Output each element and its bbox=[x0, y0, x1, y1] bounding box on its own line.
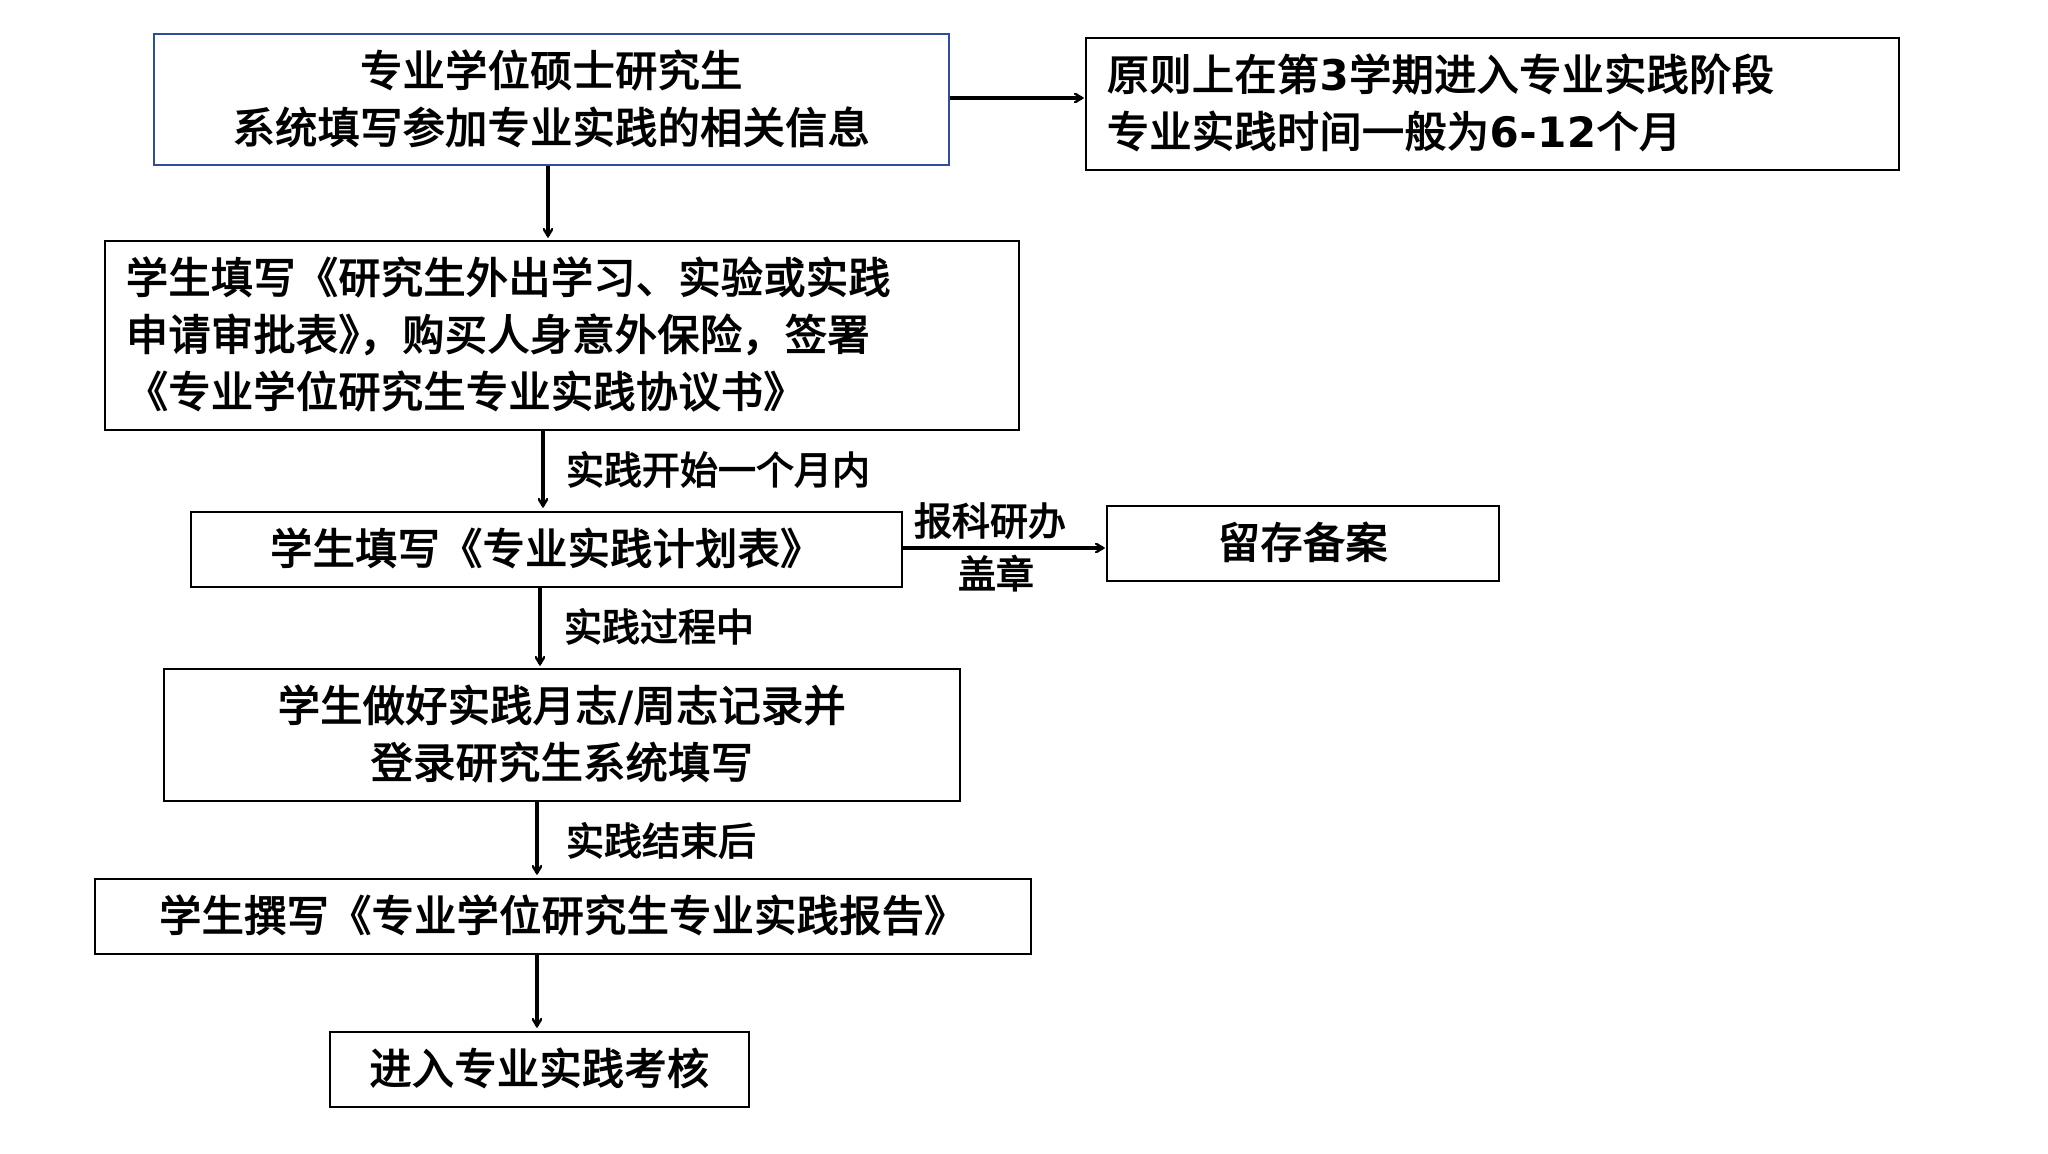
node-report-line: 学生撰写《专业学位研究生专业实践报告》 bbox=[159, 892, 967, 941]
node-archive: 留存备案 bbox=[1106, 505, 1500, 582]
edge-label-stamp-line1: 报科研办 bbox=[914, 500, 1067, 544]
edge-label-stamp-line2: 盖章 bbox=[958, 553, 1035, 597]
node-start-line: 系统填写参加专业实践的相关信息 bbox=[232, 103, 871, 153]
node-principle: 原则上在第3学期进入专业实践阶段 专业实践时间一般为6-12个月 bbox=[1085, 37, 1900, 171]
node-application-line: 《专业学位研究生专业实践协议书》 bbox=[126, 368, 807, 417]
node-plan: 学生填写《专业实践计划表》 bbox=[190, 511, 903, 588]
node-assessment: 进入专业实践考核 bbox=[329, 1031, 750, 1108]
edge-label-within-month: 实践开始一个月内 bbox=[566, 449, 871, 493]
node-principle-line: 专业实践时间一般为6-12个月 bbox=[1107, 108, 1682, 157]
node-start-line: 专业学位硕士研究生 bbox=[360, 46, 743, 96]
edge-label-in-process: 实践过程中 bbox=[564, 606, 755, 650]
node-application-line: 学生填写《研究生外出学习、实验或实践 bbox=[126, 254, 892, 303]
node-assessment-line: 进入专业实践考核 bbox=[369, 1045, 710, 1094]
node-journal-line: 学生做好实践月志/周志记录并 bbox=[277, 682, 847, 731]
node-report: 学生撰写《专业学位研究生专业实践报告》 bbox=[94, 878, 1032, 955]
node-plan-line: 学生填写《专业实践计划表》 bbox=[270, 525, 823, 574]
node-archive-line: 留存备案 bbox=[1217, 519, 1388, 568]
node-journal-line: 登录研究生系统填写 bbox=[370, 739, 754, 788]
node-application: 学生填写《研究生外出学习、实验或实践 申请审批表》，购买人身意外保险，签署 《专… bbox=[104, 240, 1020, 431]
node-application-line: 申请审批表》，购买人身意外保险，签署 bbox=[126, 311, 871, 360]
node-journal: 学生做好实践月志/周志记录并 登录研究生系统填写 bbox=[163, 668, 961, 802]
node-principle-line: 原则上在第3学期进入专业实践阶段 bbox=[1107, 51, 1775, 100]
edge-label-after-end: 实践结束后 bbox=[566, 820, 757, 864]
node-start: 专业学位硕士研究生 系统填写参加专业实践的相关信息 bbox=[153, 33, 950, 166]
